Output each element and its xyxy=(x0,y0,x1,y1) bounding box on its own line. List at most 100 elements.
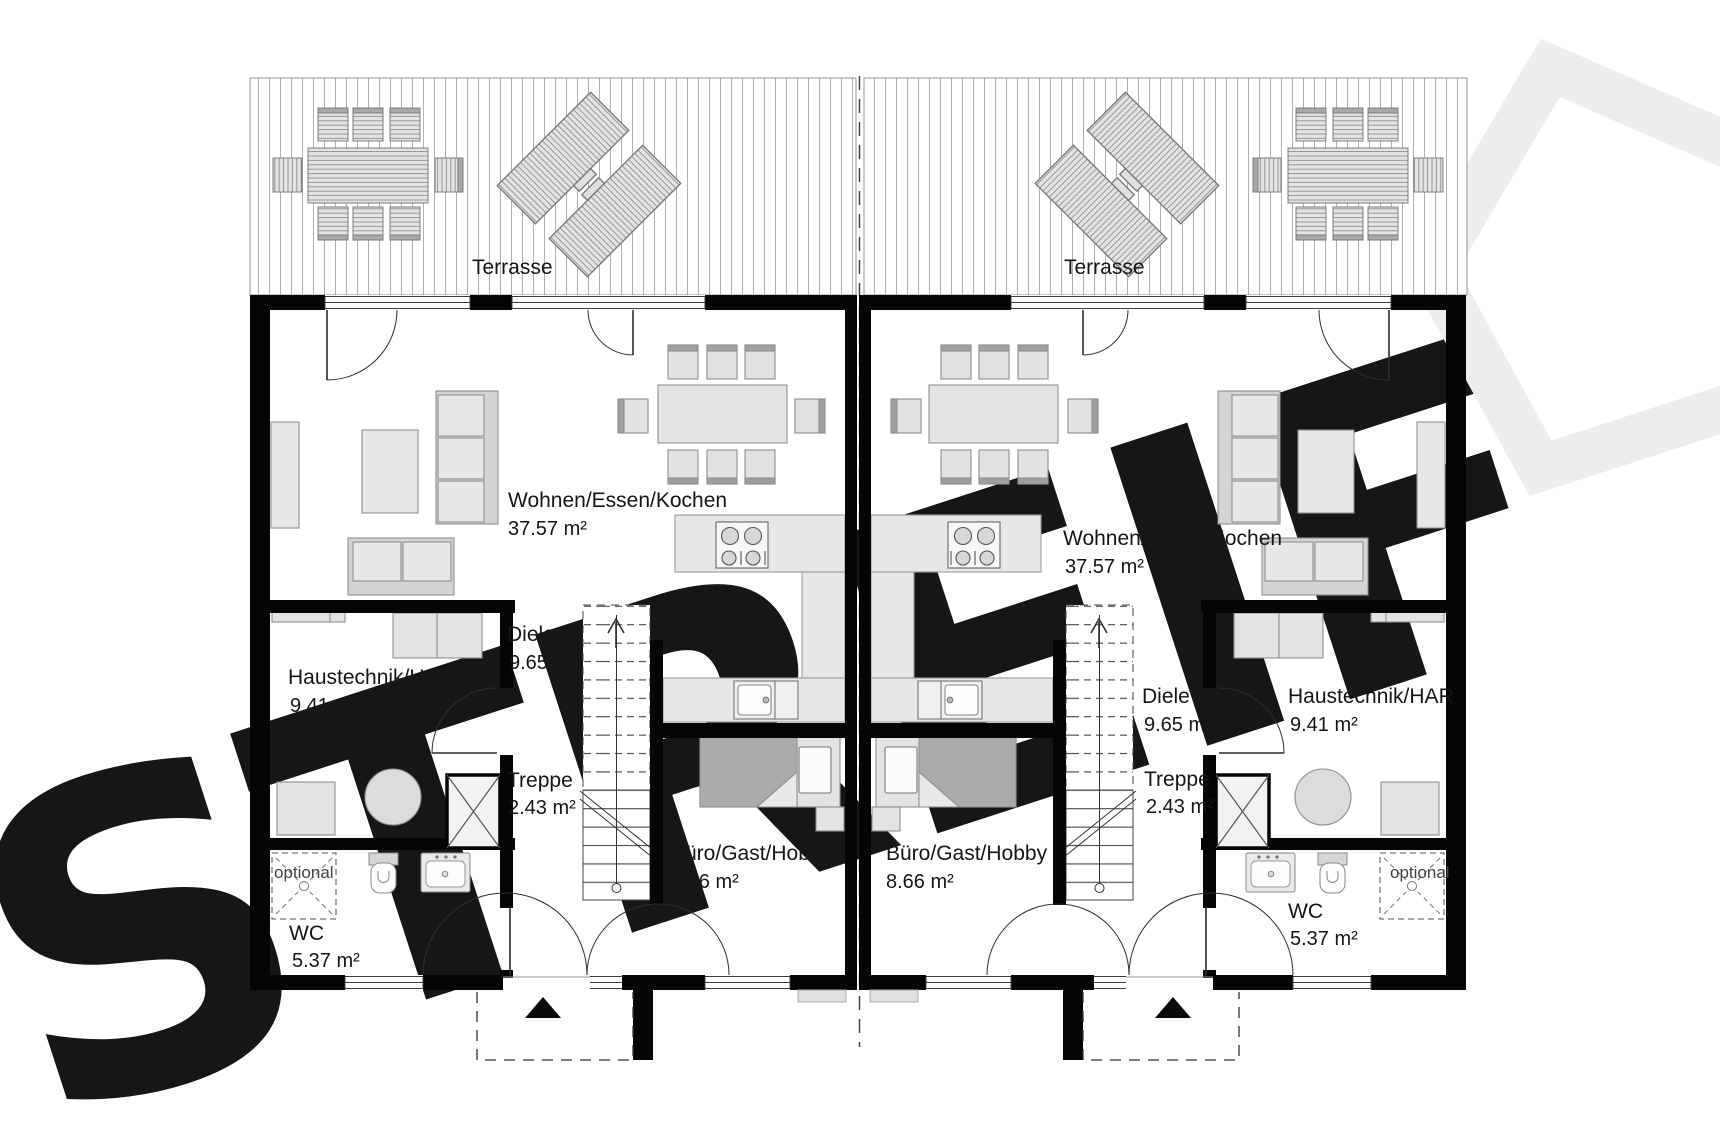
wc-right xyxy=(1245,852,1445,920)
buero-window xyxy=(925,975,1012,990)
terrace-table xyxy=(307,147,429,204)
room-area-diele: 9.65 m² xyxy=(1144,714,1212,736)
entrance-arrow-icon xyxy=(525,997,561,1018)
optional-shower xyxy=(1379,852,1445,920)
room-label-buero: Büro/Gast/Hobby xyxy=(671,842,833,865)
room-area-buero: 8.66 m² xyxy=(671,871,739,893)
boiler xyxy=(364,768,422,826)
staircase-right xyxy=(1063,604,1137,901)
terrace-door-swing xyxy=(326,309,398,381)
stair-break-line xyxy=(579,790,653,858)
wc-left xyxy=(271,852,471,920)
terrace-left-dining-set xyxy=(272,107,464,241)
terrace-door-window xyxy=(1245,295,1392,310)
room-area-wc: 5.37 m² xyxy=(292,950,360,972)
buero-left xyxy=(699,734,845,832)
toilet-icon xyxy=(1317,852,1348,894)
stair-break-line xyxy=(1063,790,1137,858)
haustechnik-left xyxy=(271,607,483,836)
kitchen-left xyxy=(662,514,846,723)
buero-window xyxy=(704,975,791,990)
porch-outline xyxy=(1082,992,1240,1061)
kitchen-sink-icon xyxy=(917,680,983,720)
exterior-pad xyxy=(797,989,847,1003)
dining-table-set xyxy=(617,344,826,485)
bed-blanket-fold xyxy=(755,770,798,808)
room-label-haustechnik: Haustechnik/HAR xyxy=(1288,685,1454,708)
kitchen-right xyxy=(870,514,1054,723)
nightstand xyxy=(871,806,901,832)
nightstand xyxy=(815,806,845,832)
optional-note: optional xyxy=(1390,863,1450,882)
sideboard xyxy=(270,421,300,529)
cooktop-icon xyxy=(947,521,1001,569)
room-labels-left-unit: Wohnen/Essen/Kochen 37.57 m² Diele 9.65 … xyxy=(274,489,833,972)
bed-blanket-fold xyxy=(918,770,961,808)
terrace-left: Terrasse xyxy=(249,77,857,296)
room-label-haustechnik: Haustechnik/HAR xyxy=(288,666,454,689)
terrace-door-swing xyxy=(1082,309,1129,356)
handrail-post xyxy=(1094,883,1105,893)
entrance-right xyxy=(869,989,1240,1061)
storage-tank xyxy=(276,781,336,836)
pillow xyxy=(884,746,918,794)
terrace-right: Terrasse xyxy=(863,77,1468,296)
optional-note: optional xyxy=(274,863,334,882)
sofa-small xyxy=(347,537,455,596)
room-label-wc: WC xyxy=(289,922,324,945)
sideboard xyxy=(1416,421,1446,529)
room-area-wc: 5.37 m² xyxy=(1290,928,1358,950)
kitchen-counter-side xyxy=(801,571,846,679)
terrace-left-loungers xyxy=(496,91,682,278)
pillow xyxy=(798,746,832,794)
optional-shower xyxy=(271,852,337,920)
cooktop-icon xyxy=(715,521,769,569)
windows xyxy=(324,295,1392,990)
room-area-treppe: 2.43 m² xyxy=(508,797,576,819)
room-labels-right-unit: Wohnen/Essen/Kochen 37.57 m² Diele 9.65 … xyxy=(886,527,1454,950)
doors xyxy=(326,309,1390,976)
handrail-post xyxy=(611,883,622,893)
entrance-arrow-icon xyxy=(1155,997,1191,1018)
terrace-door-window xyxy=(1010,295,1205,310)
sofa-large xyxy=(435,390,499,525)
staircase-left xyxy=(579,604,653,901)
installation-shaft-left xyxy=(445,773,502,850)
room-area-haustechnik: 9.41 m² xyxy=(1290,714,1358,736)
terrace-door-window xyxy=(511,295,706,310)
exterior-pad xyxy=(869,989,919,1003)
washbasin-icon xyxy=(420,852,471,893)
haustechnik-right xyxy=(1233,607,1445,836)
streif-house-logo-icon xyxy=(1405,38,1720,497)
entrance-left xyxy=(476,989,847,1061)
stairs-up-arrow-icon xyxy=(1090,617,1108,648)
terrace-left-label: Terrasse xyxy=(472,256,553,279)
porch-outline xyxy=(476,992,634,1061)
room-label-buero: Büro/Gast/Hobby xyxy=(886,842,1048,865)
terrace-chairs xyxy=(1252,107,1399,241)
room-area-wohnen: 37.57 m² xyxy=(508,518,587,540)
kitchen-sink-icon xyxy=(733,680,799,720)
coffee-table xyxy=(361,429,419,514)
sofa-large xyxy=(1217,390,1281,525)
stairs-up-arrow-icon xyxy=(607,617,625,648)
room-label-wc: WC xyxy=(1288,900,1323,923)
haustechnik-door-swing xyxy=(1218,687,1285,754)
room-label-treppe: Treppe xyxy=(1144,768,1210,791)
dining-table-set xyxy=(890,344,1099,485)
terrace-door-swing xyxy=(587,309,634,356)
haustechnik-door-swing xyxy=(431,687,498,754)
terrace-side-table xyxy=(1413,157,1444,193)
boiler xyxy=(1294,768,1352,826)
kitchen-counter-side xyxy=(870,571,915,679)
terrace-right-loungers xyxy=(1034,91,1220,278)
sofa-small xyxy=(1261,537,1369,596)
entry-sidelight xyxy=(590,975,622,990)
entry-door-swing xyxy=(422,892,730,976)
entry-door-swing xyxy=(986,892,1294,976)
terrace-right-dining-set xyxy=(1252,107,1444,241)
room-area-diele: 9.65 m² xyxy=(509,652,577,674)
room-label-diele: Diele xyxy=(507,623,555,646)
washbasin-icon xyxy=(1245,852,1296,893)
